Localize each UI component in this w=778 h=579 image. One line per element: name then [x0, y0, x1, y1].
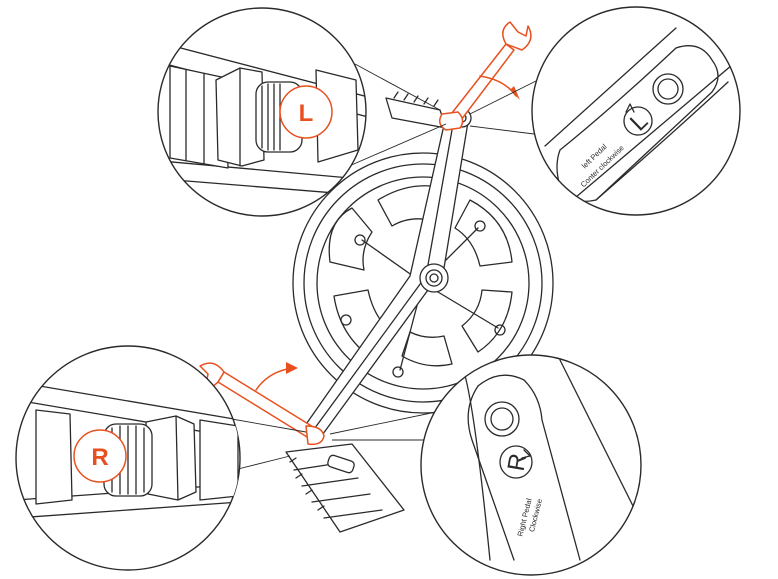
magnifier-left-spindle: L — [157, 7, 367, 217]
callout-lines — [225, 63, 543, 471]
left-badge-letter: L — [299, 100, 314, 127]
top-wrench — [439, 21, 532, 131]
right-badge-letter: R — [91, 444, 108, 471]
right-direction-letter: R — [503, 451, 533, 473]
magnifier-right-crank: R Right Pedal Clockwise — [420, 354, 642, 576]
magnifier-left-crank: L left Pedal Conter clockwise — [531, 6, 741, 216]
bottom-wrench — [195, 362, 325, 446]
magnifier-right-spindle: R — [15, 345, 241, 571]
lower-pedal — [285, 443, 405, 533]
chainring-bolts — [340, 220, 506, 378]
